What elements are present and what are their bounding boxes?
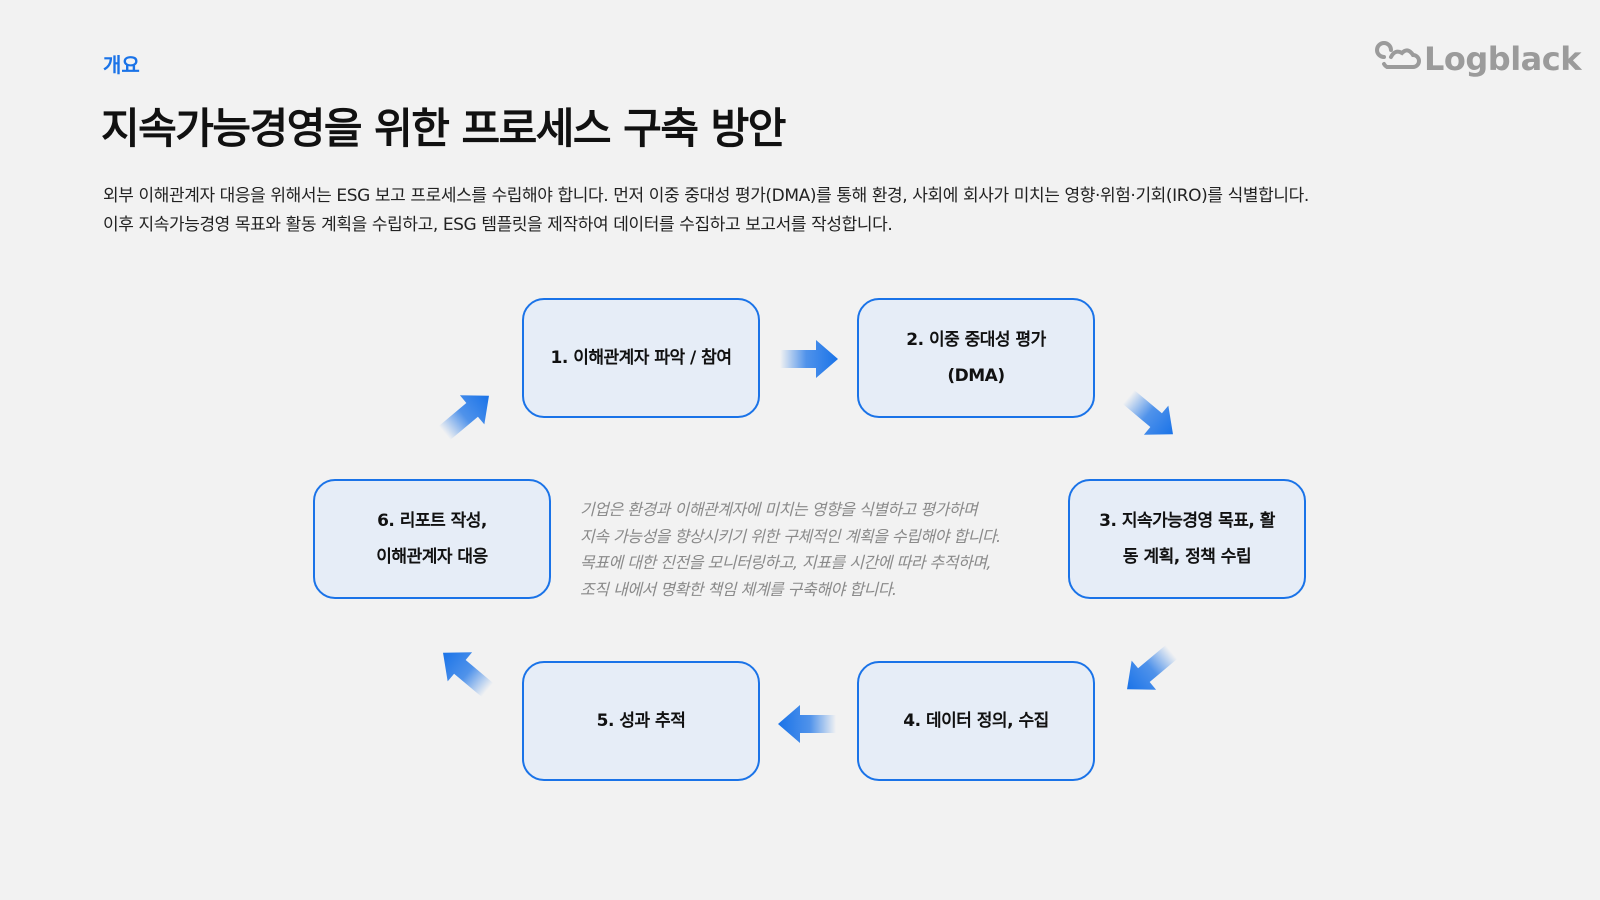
- step-label: 6. 리포트 작성,: [377, 511, 487, 531]
- page-title: 지속가능경영을 위한 프로세스 구축 방안: [101, 104, 786, 153]
- center-line: 목표에 대한 진전을 모니터링하고, 지표를 시간에 따라 추적하며,: [580, 553, 992, 572]
- step-label-2: 동 계획, 정책 수립: [1122, 547, 1252, 567]
- step-label: 3. 지속가능경영 목표, 활: [1099, 511, 1275, 531]
- step-box-2: 2. 이중 중대성 평가 (DMA): [857, 298, 1095, 418]
- center-line: 기업은 환경과 이해관계자에 미치는 영향을 식별하고 평가하며: [580, 500, 978, 519]
- step-box-1: 1. 이해관계자 파악 / 참여: [522, 298, 760, 418]
- step-label: 4. 데이터 정의, 수집: [903, 711, 1049, 731]
- step-box-5: 5. 성과 추적: [522, 661, 760, 781]
- logo-text: Logblack: [1424, 40, 1582, 78]
- step-label-2: (DMA): [947, 366, 1005, 386]
- step-box-3: 3. 지속가능경영 목표, 활 동 계획, 정책 수립: [1068, 479, 1306, 599]
- arrow-right-icon: [780, 340, 838, 378]
- step-box-4: 4. 데이터 정의, 수집: [857, 661, 1095, 781]
- logo-icon: [1374, 40, 1422, 78]
- arrow-left-icon: [778, 705, 836, 743]
- logo: Logblack: [1374, 40, 1582, 78]
- description-line: 이후 지속가능경영 목표와 활동 계획을 수립하고, ESG 템플릿을 제작하여…: [103, 215, 893, 235]
- arrow-up-right-icon: [438, 395, 489, 440]
- arrow-down-right-icon: [1122, 390, 1173, 435]
- arrow-up-left-icon: [443, 652, 494, 697]
- description: 외부 이해관계자 대응을 위해서는 ESG 보고 프로세스를 수립해야 합니다.…: [103, 182, 1523, 240]
- center-line: 지속 가능성을 향상시키기 위한 구체적인 계획을 수립해야 합니다.: [580, 526, 1001, 546]
- step-box-6: 6. 리포트 작성, 이해관계자 대응: [313, 479, 551, 599]
- section-label: 개요: [103, 53, 140, 77]
- arrow-down-left-icon: [1127, 645, 1178, 690]
- center-line: 조직 내에서 명확한 책임 체계를 구축해야 합니다.: [580, 579, 897, 599]
- step-label: 5. 성과 추적: [596, 711, 686, 731]
- description-line: 외부 이해관계자 대응을 위해서는 ESG 보고 프로세스를 수립해야 합니다.…: [103, 186, 1309, 206]
- step-label: 2. 이중 중대성 평가: [906, 330, 1046, 350]
- center-description: 기업은 환경과 이해관계자에 미치는 영향을 식별하고 평가하며 지속 가능성을…: [580, 497, 1050, 603]
- step-label: 1. 이해관계자 파악 / 참여: [550, 348, 732, 368]
- step-label-2: 이해관계자 대응: [376, 547, 488, 567]
